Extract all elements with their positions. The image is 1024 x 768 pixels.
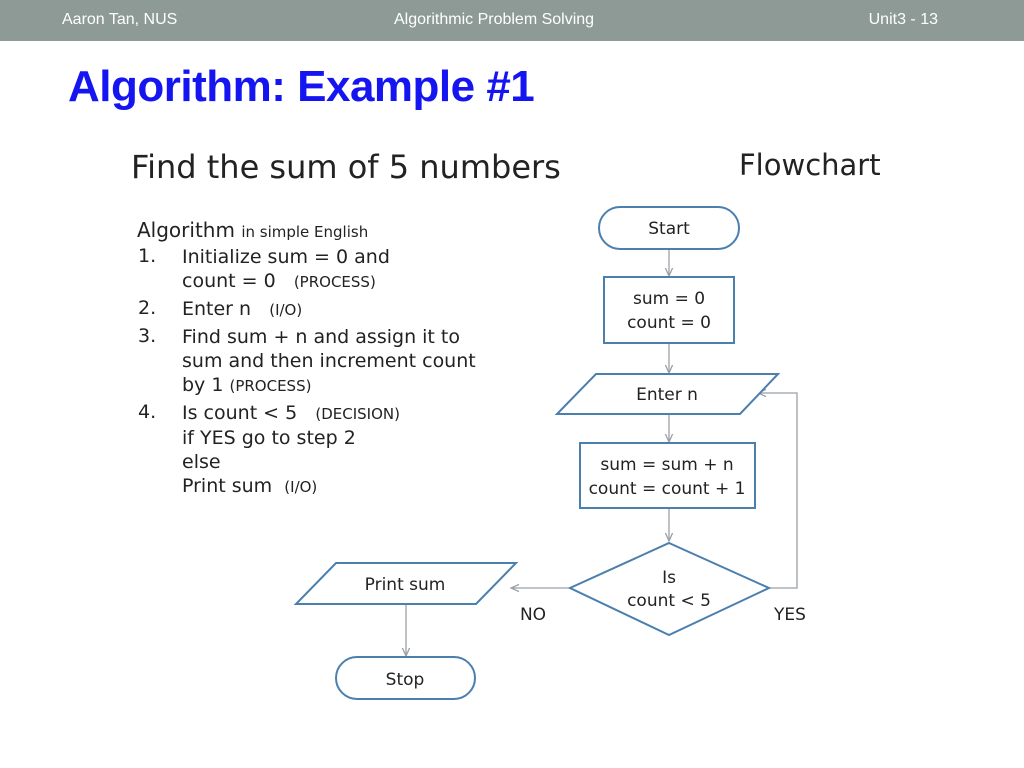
init-label-line2: count = 0 bbox=[627, 313, 711, 333]
slide-header: Aaron Tan, NUS Algorithmic Problem Solvi… bbox=[0, 0, 1024, 41]
step-type-tag: (PROCESS) bbox=[293, 273, 376, 291]
step-text: if YES go to step 2 bbox=[182, 427, 356, 449]
step-number: 4. bbox=[138, 401, 157, 423]
step-text: sum and then increment count bbox=[182, 350, 476, 372]
step-type-tag: (I/O) bbox=[284, 478, 318, 496]
step-type-tag: (I/O) bbox=[269, 301, 303, 319]
yes-branch-label: YES bbox=[773, 605, 806, 625]
step-number: 2. bbox=[138, 297, 157, 319]
decision-label-line2: count < 5 bbox=[627, 591, 711, 611]
step-type-tag: (PROCESS) bbox=[229, 377, 312, 395]
slide-title: Algorithm: Example #1 bbox=[68, 62, 535, 111]
flowchart-input-node bbox=[554, 373, 781, 415]
no-branch-label: NO bbox=[520, 605, 546, 625]
output-label: Print sum bbox=[365, 575, 446, 595]
problem-heading: Find the sum of 5 numbers bbox=[131, 148, 561, 186]
algorithm-step-2: 2. Enter n (I/O) bbox=[137, 297, 497, 322]
algorithm-description: Algorithm in simple English 1. Initializ… bbox=[137, 218, 497, 499]
step-text: Initialize sum = 0 and bbox=[182, 246, 390, 268]
step-number: 1. bbox=[138, 245, 157, 267]
flowchart-init-node bbox=[603, 276, 735, 344]
algorithm-step-1: 1. Initialize sum = 0 and count = 0 (PRO… bbox=[137, 245, 497, 294]
init-label-line1: sum = 0 bbox=[633, 289, 705, 309]
flowchart-stop-node bbox=[335, 656, 476, 700]
step-text: Find sum + n and assign it to bbox=[182, 326, 460, 348]
algorithm-step-3: 3. Find sum + n and assign it to sum and… bbox=[137, 325, 497, 398]
stop-label: Stop bbox=[386, 670, 425, 690]
flowchart-heading: Flowchart bbox=[739, 148, 881, 182]
algorithm-title-sub: in simple English bbox=[241, 223, 369, 241]
input-label: Enter n bbox=[636, 385, 698, 405]
step-text: Is count < 5 (DECISION) bbox=[182, 402, 400, 424]
decision-label-line1: Is bbox=[662, 568, 676, 588]
algorithm-step-4: 4. Is count < 5 (DECISION) if YES go to … bbox=[137, 401, 497, 499]
flowchart-output-node bbox=[293, 562, 519, 605]
header-course: Algorithmic Problem Solving bbox=[394, 11, 595, 28]
flowchart-start-node bbox=[598, 206, 740, 250]
step-number: 3. bbox=[138, 325, 157, 347]
arrow-yes-loop bbox=[758, 393, 798, 589]
process-label-line1: sum = sum + n bbox=[600, 455, 733, 475]
step-text: by 1 (PROCESS) bbox=[182, 374, 312, 396]
process-label-line2: count = count + 1 bbox=[589, 479, 746, 499]
step-text: Print sum (I/O) bbox=[182, 475, 318, 497]
step-type-tag: (DECISION) bbox=[315, 405, 400, 423]
step-text: count = 0 (PROCESS) bbox=[182, 270, 376, 292]
header-page-number: Unit3 - 13 bbox=[868, 11, 938, 28]
flowchart-process-node bbox=[579, 442, 756, 509]
algorithm-title-main: Algorithm bbox=[137, 218, 235, 242]
start-label: Start bbox=[648, 219, 690, 239]
flowchart-decision-node bbox=[567, 541, 772, 637]
header-author: Aaron Tan, NUS bbox=[62, 11, 178, 28]
step-text: else bbox=[182, 451, 221, 473]
step-text: Enter n (I/O) bbox=[182, 298, 303, 320]
algorithm-title: Algorithm in simple English bbox=[137, 218, 497, 242]
